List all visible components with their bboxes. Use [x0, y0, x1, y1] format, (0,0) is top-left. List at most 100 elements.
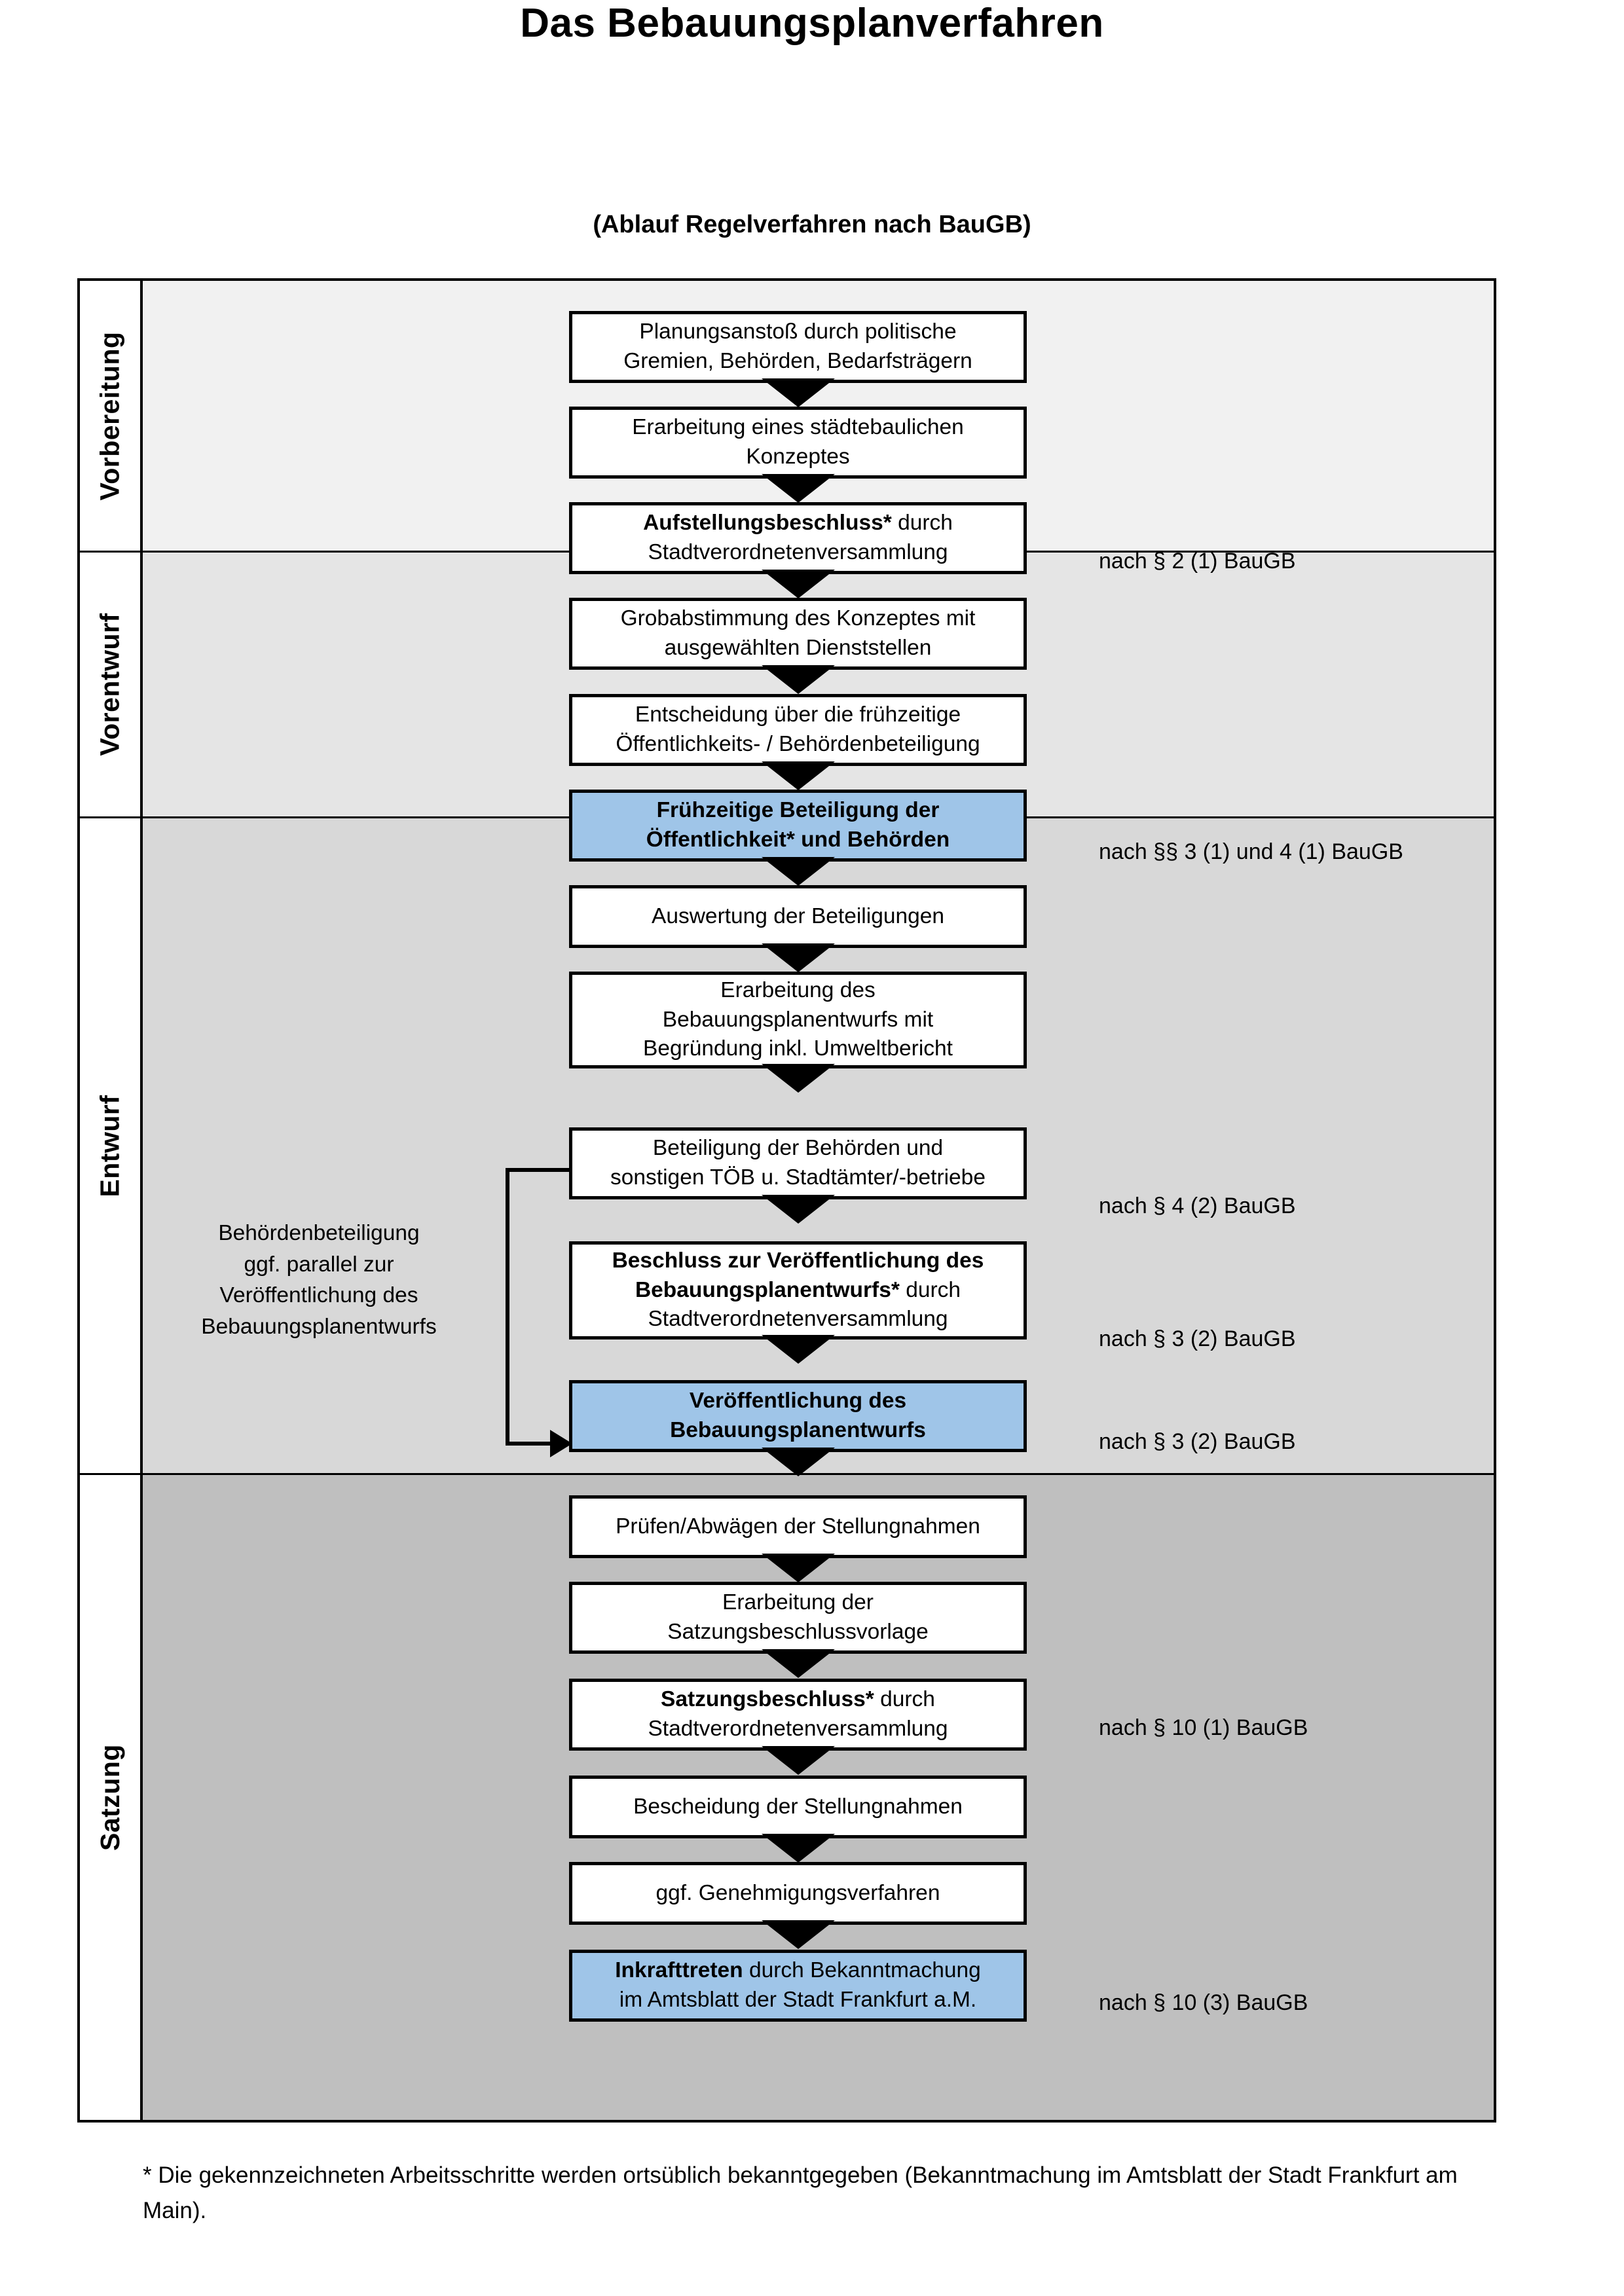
bracket-vertical-segment — [506, 1168, 509, 1446]
process-box-line-2: Öffentlichkeits- / Behördenbeteiligung — [616, 732, 980, 756]
process-box-veroeffentlichung-bplanentwurf[interactable]: Veröffentlichung des Bebauungsplanentwur… — [569, 1380, 1027, 1452]
process-box-regular-text: durch — [891, 511, 953, 536]
process-box-bold-text: Bebauungsplanentwurfs* — [635, 1277, 900, 1302]
process-box-bold-text: Beschluss zur Veröffentlichung des — [612, 1248, 984, 1273]
section-label-text: Vorentwurf — [94, 613, 125, 756]
process-box-line-1: Beteiligung der Behörden und — [652, 1136, 944, 1161]
section-label-vorentwurf: Vorentwurf — [80, 553, 140, 816]
process-box-line-1: Erarbeitung des — [720, 978, 876, 1003]
process-box-line-1: Erarbeitung der — [722, 1590, 874, 1615]
process-box-line-1: Grobabstimmung des Konzeptes mit — [620, 606, 976, 631]
process-box-line-2: sonstigen TÖB u. Stadtämter/-betriebe — [610, 1165, 986, 1190]
process-box-beteiligung-behoerden-toeb[interactable]: Beteiligung der Behörden und sonstigen T… — [569, 1127, 1027, 1199]
flow-arrow-icon — [762, 1195, 835, 1224]
page-title: Das Bebauungsplanverfahren — [520, 1, 1104, 46]
process-box-line-2: Stadtverordnetenversammlung — [648, 540, 948, 564]
process-box-line-2: Konzeptes — [746, 445, 850, 469]
sidenote-line-1: Behördenbeteiligung — [218, 1221, 420, 1245]
process-box-genehmigungsverfahren[interactable]: ggf. Genehmigungsverfahren — [569, 1862, 1027, 1925]
process-box-line-2: Bebauungsplanentwurfs* durch — [612, 1276, 984, 1305]
flow-arrow-icon — [762, 665, 835, 694]
legal-reference-par3-2-b: nach § 3 (2) BauGB — [1099, 1429, 1296, 1454]
process-box-line-1: Beschluss zur Veröffentlichung des — [612, 1247, 984, 1276]
legal-reference-par2-1: nach § 2 (1) BauGB — [1099, 549, 1296, 574]
process-box-bold-text: Satzungsbeschluss* — [661, 1687, 874, 1712]
section-label-satzung: Satzung — [80, 1475, 140, 2120]
process-box-line-2: ausgewählten Dienststellen — [664, 636, 932, 660]
process-box-pruefen-abwaegen[interactable]: Prüfen/Abwägen der Stellungnahmen — [569, 1495, 1027, 1558]
process-box-line-2: Bebauungsplanentwurfs mit — [662, 1007, 934, 1032]
process-box-line-1: Bescheidung der Stellungnahmen — [633, 1794, 963, 1819]
section-label-vorbereitung: Vorbereitung — [80, 281, 140, 551]
process-box-line-1: Satzungsbeschluss* durch — [648, 1685, 948, 1715]
process-box-line-1: Aufstellungsbeschluss* durch — [643, 509, 953, 538]
process-box-line-2: Satzungsbeschlussvorlage — [667, 1620, 929, 1644]
sidenote-line-2: ggf. parallel zur — [244, 1252, 394, 1277]
process-box-line-2: Stadtverordnetenversammlung — [648, 1717, 948, 1741]
process-box-line-1: Auswertung der Beteiligungen — [652, 903, 944, 928]
process-box-aufstellungsbeschluss[interactable]: Aufstellungsbeschluss* durch Stadtverord… — [569, 502, 1027, 574]
process-box-beschluss-veroeffentlichung[interactable]: Beschluss zur Veröffentlichung des Bebau… — [569, 1241, 1027, 1339]
process-box-bold-text: Inkrafttreten — [615, 1958, 743, 1983]
legal-reference-par3-2-a: nach § 3 (2) BauGB — [1099, 1326, 1296, 1351]
process-box-line-1: Prüfen/Abwägen der Stellungnahmen — [616, 1514, 980, 1539]
process-box-satzungsbeschluss[interactable]: Satzungsbeschluss* durch Stadtverordnete… — [569, 1679, 1027, 1751]
process-box-staedtebauliches-konzept[interactable]: Erarbeitung eines städtebaulichen Konzep… — [569, 407, 1027, 479]
flow-arrow-icon — [762, 1649, 835, 1678]
bracket-top-segment — [506, 1168, 571, 1172]
sidenote-line-4: Bebauungsplanentwurfs — [201, 1314, 437, 1339]
process-box-regular-text: durch — [874, 1687, 935, 1712]
flow-arrow-icon — [762, 570, 835, 598]
process-box-line-3: Stadtverordnetenversammlung — [648, 1307, 948, 1332]
legal-reference-par10-3: nach § 10 (3) BauGB — [1099, 1990, 1308, 2015]
process-box-line-1: Veröffentlichung des — [689, 1389, 907, 1413]
legal-reference-par3-1-par4-1: nach §§ 3 (1) und 4 (1) BauGB — [1099, 839, 1403, 864]
process-box-line-1: ggf. Genehmigungsverfahren — [655, 1880, 940, 1905]
legal-reference-par10-1: nach § 10 (1) BauGB — [1099, 1715, 1308, 1740]
process-box-auswertung-beteiligungen[interactable]: Auswertung der Beteiligungen — [569, 885, 1027, 948]
process-box-bold-text: Aufstellungsbeschluss* — [643, 511, 892, 536]
flow-arrow-icon — [762, 1746, 835, 1775]
sidenote-behoerdenbeteiligung: Behördenbeteiligung ggf. parallel zur Ve… — [165, 1218, 473, 1342]
flow-arrow-icon — [762, 1920, 835, 1949]
flow-arrow-icon — [762, 1554, 835, 1582]
section-label-text: Satzung — [94, 1744, 125, 1851]
process-box-erarbeitung-bplanentwurf[interactable]: Erarbeitung des Bebauungsplanentwurfs mi… — [569, 972, 1027, 1068]
sidenote-line-3: Veröffentlichung des — [219, 1283, 418, 1308]
flow-arrow-icon — [762, 1335, 835, 1364]
section-label-entwurf: Entwurf — [80, 818, 140, 1473]
process-box-regular-text: durch Bekanntmachung — [743, 1958, 981, 1983]
process-box-regular-text: durch — [899, 1277, 961, 1302]
legal-reference-par4-2: nach § 4 (2) BauGB — [1099, 1194, 1296, 1218]
flow-arrow-icon — [762, 1834, 835, 1863]
flow-arrow-icon — [762, 378, 835, 407]
flow-arrow-icon — [762, 1448, 835, 1476]
footnote-text: * Die gekennzeichneten Arbeitsschritte w… — [143, 2162, 1458, 2224]
process-box-erarbeitung-satzungsvorlage[interactable]: Erarbeitung der Satzungsbeschlussvorlage — [569, 1582, 1027, 1654]
process-box-line-2: Öffentlichkeit* und Behörden — [646, 828, 950, 852]
process-box-line-2: Gremien, Behörden, Bedarfsträgern — [623, 349, 972, 373]
process-box-inkrafttreten[interactable]: Inkrafttreten durch Bekanntmachung im Am… — [569, 1950, 1027, 2022]
process-box-line-1: Entscheidung über die frühzeitige — [635, 702, 961, 727]
process-box-planungsanstoss[interactable]: Planungsanstoß durch politische Gremien,… — [569, 311, 1027, 383]
label-column-divider — [140, 278, 143, 2123]
process-box-line-1: Planungsanstoß durch politische — [639, 319, 957, 344]
flow-arrow-icon — [762, 761, 835, 790]
process-box-line-2: im Amtsblatt der Stadt Frankfurt a.M. — [619, 1988, 977, 2012]
process-box-line-1: Inkrafttreten durch Bekanntmachung — [615, 1956, 981, 1986]
process-box-line-2: Bebauungsplanentwurfs — [670, 1418, 926, 1442]
bracket-arrowhead-icon — [550, 1430, 572, 1457]
page-subtitle: (Ablauf Regelverfahren nach BauGB) — [593, 211, 1031, 238]
section-label-text: Vorbereitung — [94, 331, 125, 501]
process-box-line-1: Frühzeitige Beteiligung der — [656, 798, 940, 823]
process-box-line-1: Erarbeitung eines städtebaulichen — [632, 415, 964, 440]
flow-arrow-icon — [762, 857, 835, 886]
process-box-entscheidung-fruehzeitige[interactable]: Entscheidung über die frühzeitige Öffent… — [569, 694, 1027, 766]
process-box-grobabstimmung[interactable]: Grobabstimmung des Konzeptes mit ausgewä… — [569, 598, 1027, 670]
bracket-bottom-segment — [506, 1442, 555, 1446]
flow-arrow-icon — [762, 943, 835, 972]
process-box-bescheidung-stellungnahmen[interactable]: Bescheidung der Stellungnahmen — [569, 1776, 1027, 1838]
section-label-text: Entwurf — [94, 1094, 125, 1197]
process-box-fruehzeitige-beteiligung[interactable]: Frühzeitige Beteiligung der Öffentlichke… — [569, 790, 1027, 862]
